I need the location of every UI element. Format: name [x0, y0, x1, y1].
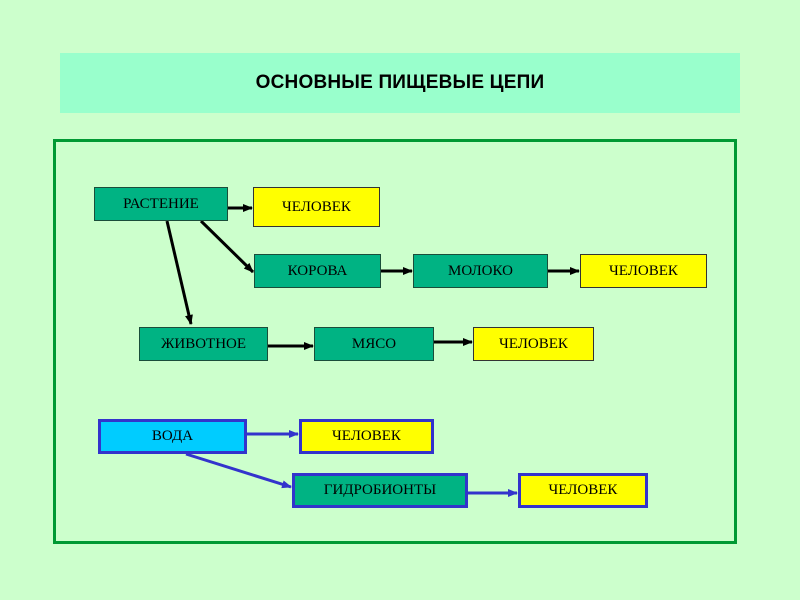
node-cow: КОРОВА: [254, 254, 381, 288]
node-human-2: ЧЕЛОВЕК: [580, 254, 707, 288]
page-title: ОСНОВНЫЕ ПИЩЕВЫЕ ЦЕПИ: [255, 72, 545, 93]
node-milk: МОЛОКО: [413, 254, 548, 288]
node-animal: ЖИВОТНОЕ: [139, 327, 268, 361]
node-human-3: ЧЕЛОВЕК: [473, 327, 594, 361]
node-hydrobionts: ГИДРОБИОНТЫ: [292, 473, 468, 508]
node-human-5: ЧЕЛОВЕК: [518, 473, 648, 508]
node-water: ВОДА: [98, 419, 247, 454]
diagram-frame: [53, 139, 737, 544]
arrow-plant-cow: [199, 219, 255, 274]
arrow-water-hydrobionts: [185, 452, 292, 489]
arrow-plant-animal: [165, 220, 193, 325]
node-human-4: ЧЕЛОВЕК: [299, 419, 434, 454]
node-human-1: ЧЕЛОВЕК: [253, 187, 380, 227]
title-bar: ОСНОВНЫЕ ПИЩЕВЫЕ ЦЕПИ: [60, 53, 740, 113]
node-meat: МЯСО: [314, 327, 434, 361]
node-plant: РАСТЕНИЕ: [94, 187, 228, 221]
